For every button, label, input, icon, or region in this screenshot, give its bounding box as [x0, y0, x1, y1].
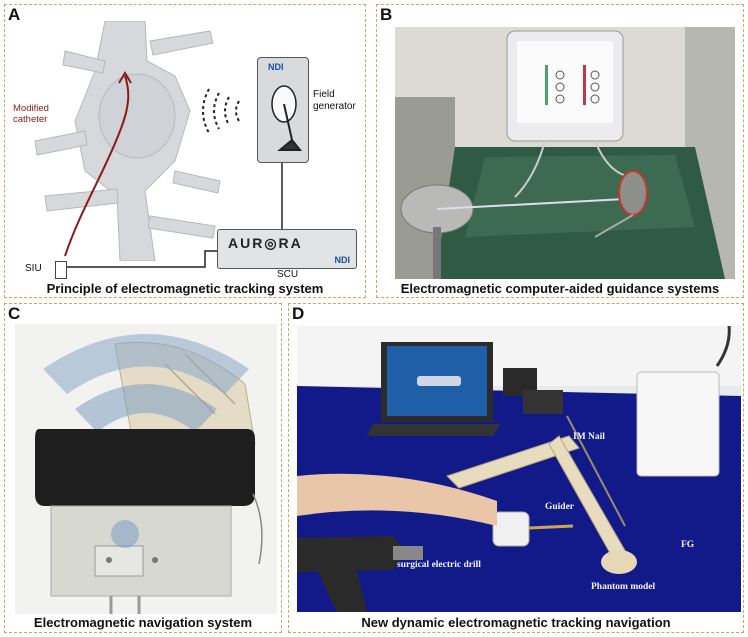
catheter-line: [64, 75, 130, 257]
siu-label: SIU: [25, 263, 42, 274]
guidance-system-photo: [395, 27, 735, 279]
dynamic-tracking-photo: [297, 326, 741, 612]
navigation-system-photo: [15, 324, 277, 614]
scu-device: AUR◎RA NDI: [217, 229, 357, 269]
drill-label: surgical electric drill: [397, 560, 481, 570]
panel-c: C Electromagnetic navigation system: [4, 303, 282, 633]
panel-b-letter: B: [380, 5, 393, 24]
em-waves-icon: [202, 88, 240, 134]
vessel-illustration: [34, 21, 221, 261]
guider-label: Guider: [545, 502, 575, 512]
panel-b-caption: Electromagnetic computer-aided guidance …: [400, 281, 720, 296]
ndi-logo-scu: NDI: [334, 255, 351, 265]
panel-b: B Electromagnetic com: [376, 4, 744, 298]
aurora-logo: AUR◎RA: [228, 235, 303, 251]
im-nail-label: IM Nail: [573, 432, 605, 442]
scu-label: SCU: [277, 269, 299, 280]
panel-a-letter: A: [8, 5, 21, 24]
panel-c-caption: Electromagnetic navigation system: [33, 615, 253, 630]
phantom-model-label: Phantom model: [591, 582, 656, 592]
siu-device: [55, 261, 67, 279]
panel-d-letter: D: [292, 304, 305, 323]
panel-a: A Modified catheter NDI: [4, 4, 366, 298]
panel-d-caption: New dynamic electromagnetic tracking nav…: [361, 615, 671, 630]
fg-label: FG: [681, 540, 695, 550]
panel-c-letter: C: [8, 304, 21, 323]
dish-icon: [271, 85, 303, 151]
catheter-label: Modified catheter: [13, 103, 49, 125]
field-generator-label: Field generator: [313, 89, 356, 112]
ndi-logo: NDI: [268, 62, 284, 72]
panel-a-caption: Principle of electromagnetic tracking sy…: [46, 281, 324, 296]
connecting-cables: [65, 163, 283, 268]
field-generator-device: NDI: [257, 57, 309, 163]
panel-d: D IM Nail Guider FG surgical: [288, 303, 744, 633]
